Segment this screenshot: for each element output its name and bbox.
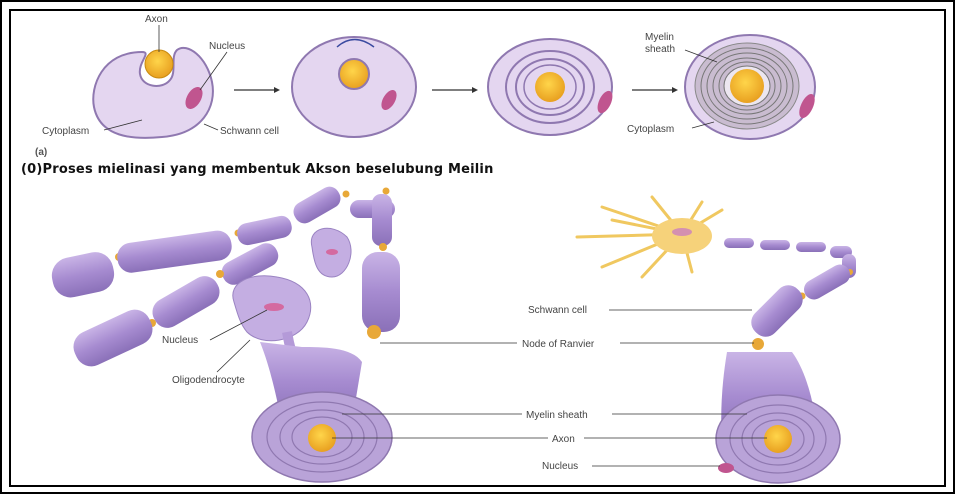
svg-text:Cytoplasm: Cytoplasm [627,124,674,135]
arrow-2 [432,87,478,93]
stage-2-schwann-cell [291,36,417,138]
svg-text:Nucleus: Nucleus [162,335,198,346]
stage-1-schwann-cell [92,47,214,139]
svg-text:Axon: Axon [552,434,575,445]
svg-text:Cytoplasm: Cytoplasm [42,126,89,137]
figure-caption: (0)Proses mielinasi yang membentuk Akson… [21,162,494,177]
svg-text:Schwann cell: Schwann cell [220,126,279,137]
stage-3-schwann-cell [487,38,613,136]
arrow-3 [632,87,678,93]
stage-4-myelinated-axon [684,34,816,140]
svg-text:Myelin: Myelin [645,32,674,43]
svg-text:Nucleus: Nucleus [209,41,245,52]
stage-4-labels: Myelin sheath Cytoplasm [627,32,718,135]
svg-text:(a): (a) [35,147,47,158]
cns-oligodendrocyte-illustration [51,186,400,483]
svg-text:Oligodendrocyte: Oligodendrocyte [172,375,245,386]
pns-labels: Schwann cell Node of Ranvier Myelin shea… [332,305,767,472]
svg-text:Axon: Axon [145,14,168,25]
myelination-diagram: Axon Nucleus Cytoplasm Schwann cell (a) [35,14,856,484]
diagram-frame: Axon Nucleus Cytoplasm Schwann cell (a) [9,9,946,487]
svg-text:Nucleus: Nucleus [542,461,578,472]
cns-labels: Nucleus Oligodendrocyte [162,309,268,386]
svg-text:Myelin sheath: Myelin sheath [526,410,588,421]
stage-1-labels: Axon Nucleus Cytoplasm Schwann cell (a) [35,14,279,158]
svg-text:Node of Ranvier: Node of Ranvier [522,339,595,350]
svg-text:Schwann cell: Schwann cell [528,305,587,316]
svg-text:sheath: sheath [645,44,675,55]
arrow-1 [234,87,280,93]
pns-neuron-illustration [575,195,856,484]
